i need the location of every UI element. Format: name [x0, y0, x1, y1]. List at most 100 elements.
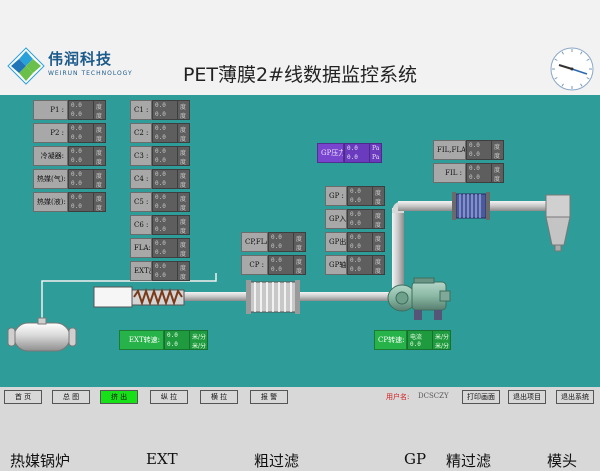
fil-1-label: FIL : — [433, 163, 466, 183]
user-label: 用户名: — [386, 393, 410, 401]
nav-extrusion-button[interactable]: 挤 出 — [100, 390, 138, 404]
gp-2-label: GP出: — [325, 232, 347, 252]
left-4-label: 热媒(液): — [33, 192, 68, 212]
ext-speed-unit: 米/分米/分 — [190, 330, 208, 350]
left-2-label: 冷凝器: — [33, 146, 68, 166]
fil-0-unit: 度度 — [492, 140, 504, 160]
cp-0-readout: CP,FLA:0.00.0度度 — [241, 232, 306, 252]
logo-subtext: WEIRUN TECHNOLOGY — [48, 70, 133, 77]
ext-7-label: EXT出: — [130, 261, 152, 281]
die-head — [545, 194, 571, 252]
left-1-unit: 度度 — [94, 123, 106, 143]
gp-2-unit: 度度 — [373, 232, 385, 252]
exit-system-button[interactable]: 退出系统 — [556, 390, 594, 404]
cp-0-label: CP,FLA: — [241, 232, 268, 252]
ext-0-unit: 度度 — [178, 100, 190, 120]
user-name: DCSCZY — [418, 392, 449, 400]
process-diagram — [7, 192, 571, 352]
logo-icon — [7, 47, 45, 85]
ext-0-label: C1 : — [130, 100, 152, 120]
nav-alarm-button[interactable]: 报 警 — [250, 390, 288, 404]
fine-filter-coil — [452, 192, 490, 220]
ext-2-unit: 度度 — [178, 146, 190, 166]
boiler-tank — [7, 317, 77, 352]
left-0-unit: 度度 — [94, 100, 106, 120]
gp-0-unit: 度度 — [373, 186, 385, 206]
cp-1-unit: 度度 — [294, 255, 306, 275]
ext-3-unit: 度度 — [178, 169, 190, 189]
print-screen-button[interactable]: 打印画面 — [462, 390, 500, 404]
label-ext: EXT — [146, 450, 178, 468]
nav-longitudinal-button[interactable]: 纵 拉 — [150, 390, 188, 404]
label-die: 模头 — [547, 452, 578, 470]
ext-2-label: C3 : — [130, 146, 152, 166]
ext-6-unit: 度度 — [178, 238, 190, 258]
nav-transverse-button[interactable]: 横 拉 — [200, 390, 238, 404]
ext-4-label: C5 : — [130, 192, 152, 212]
left-2-unit: 度度 — [94, 146, 106, 166]
cp-1-label: CP : — [241, 255, 268, 275]
ext-3-label: C4 : — [130, 169, 152, 189]
footer-nav: 首 页 总 图 挤 出 纵 拉 横 拉 报 警 用户名: DCSCZY 打印画面… — [0, 387, 600, 450]
gp-1-label: GP入: — [325, 209, 347, 229]
nav-overview-button[interactable]: 总 图 — [52, 390, 90, 404]
ext-4-unit: 度度 — [178, 192, 190, 212]
ext-speed-label: EXT转速: — [119, 330, 164, 350]
fil-1-unit: 度度 — [492, 163, 504, 183]
exit-project-button[interactable]: 退出项目 — [508, 390, 546, 404]
gp-0-label: GP : — [325, 186, 347, 206]
ext-5-label: C6 : — [130, 215, 152, 235]
gp-3-label: GP轴: — [325, 255, 347, 275]
ext-1-label: C2 : — [130, 123, 152, 143]
left-4-unit: 度度 — [94, 192, 106, 212]
ext-7-readout: EXT出:0.00.0度度 — [130, 261, 190, 281]
company-logo: 伟润科技 WEIRUN TECHNOLOGY — [6, 44, 132, 86]
nav-home-button[interactable]: 首 页 — [4, 390, 42, 404]
ext-6-label: FLA: — [130, 238, 152, 258]
gear-pump — [387, 277, 451, 320]
coarse-filter — [246, 280, 300, 314]
ext-1-unit: 度度 — [178, 123, 190, 143]
clock-icon — [550, 47, 594, 91]
ext-7-unit: 度度 — [178, 261, 190, 281]
gp-1-unit: 度度 — [373, 209, 385, 229]
